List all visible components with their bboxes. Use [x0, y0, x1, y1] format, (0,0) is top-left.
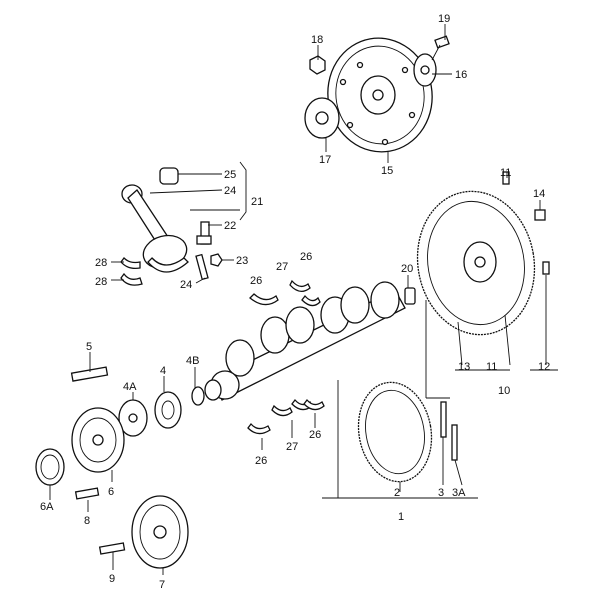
- label-12: 12: [538, 361, 550, 373]
- label-1: 1: [398, 511, 404, 523]
- bolts-5-8-9: [70, 366, 126, 555]
- label-25: 25: [224, 169, 236, 181]
- label-18: 18: [311, 34, 323, 46]
- label-15: 15: [381, 165, 393, 177]
- label-9: 9: [109, 573, 115, 585]
- label-2: 2: [394, 487, 400, 499]
- bolt-19: [431, 35, 450, 61]
- label-6a: 6A: [40, 501, 54, 513]
- crankshaft: [204, 281, 406, 401]
- label-3a: 3A: [452, 487, 466, 499]
- sprocket-4: [154, 391, 182, 429]
- nut-18: [309, 55, 326, 75]
- label-22: 22: [224, 220, 236, 232]
- label-19: 19: [438, 13, 450, 25]
- label-26-c: 26: [255, 455, 267, 467]
- label-24-bottom: 24: [180, 279, 192, 291]
- connecting-rod: [120, 167, 223, 286]
- label-28-a: 28: [95, 257, 107, 269]
- ring-gear-2: [357, 381, 458, 483]
- label-5: 5: [86, 341, 92, 353]
- label-7: 7: [159, 579, 165, 591]
- label-11-bottom: 11: [486, 361, 497, 373]
- label-6: 6: [108, 486, 114, 498]
- label-4b: 4B: [186, 355, 199, 367]
- label-17: 17: [319, 154, 331, 166]
- pulley-6: [71, 407, 125, 473]
- dual-mass-flywheel-10: [404, 171, 550, 336]
- label-3: 3: [438, 487, 444, 499]
- label-14: 14: [533, 188, 545, 200]
- label-8: 8: [84, 515, 90, 527]
- label-24-top: 24: [224, 185, 236, 197]
- part-labels: 1 2 3 3A 4 4A 4B 5 6 6A 7 8 9 10 11 11 1…: [40, 13, 550, 591]
- label-27-b: 27: [286, 441, 298, 453]
- label-26-d: 26: [309, 429, 321, 441]
- label-16: 16: [455, 69, 467, 81]
- bearing-shells: [247, 279, 325, 435]
- label-20: 20: [401, 263, 413, 275]
- label-11-top: 11: [500, 167, 511, 179]
- label-27-a: 27: [276, 261, 288, 273]
- label-26-b: 26: [300, 251, 312, 263]
- seal-6a: [35, 448, 65, 486]
- label-21: 21: [251, 196, 263, 208]
- label-10: 10: [498, 385, 510, 397]
- washer-4b: [191, 386, 205, 406]
- drive-plate-15: [327, 37, 433, 153]
- label-13: 13: [458, 361, 470, 373]
- washer-plate-16: [413, 53, 437, 87]
- label-26-a: 26: [250, 275, 262, 287]
- label-4a: 4A: [123, 381, 137, 393]
- label-23: 23: [236, 255, 248, 267]
- label-28-b: 28: [95, 276, 107, 288]
- washer-plate-17: [304, 97, 340, 139]
- label-4: 4: [160, 365, 166, 377]
- pulley-7: [131, 495, 189, 569]
- leader-lines: [49, 24, 558, 575]
